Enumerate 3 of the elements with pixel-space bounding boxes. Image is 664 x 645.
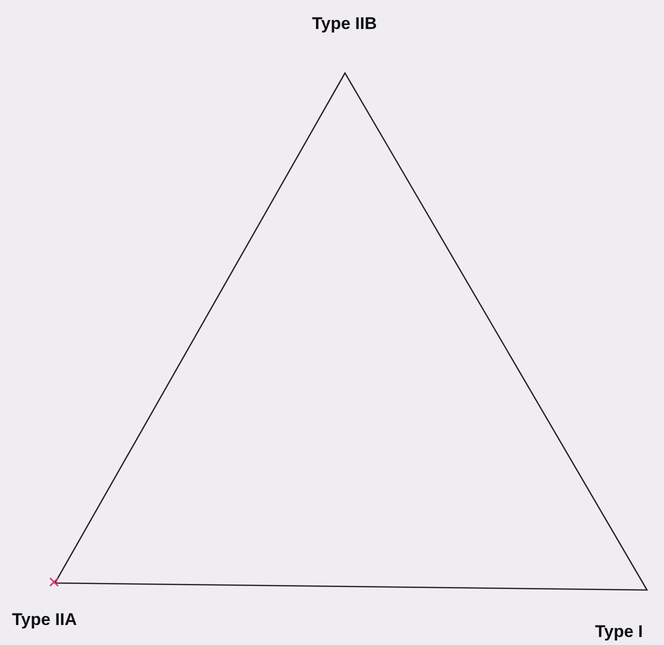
vertex-label: Type I [595, 622, 643, 642]
vertex-label: Type IIA [12, 610, 77, 630]
vertex-label: Type IIB [312, 14, 377, 34]
